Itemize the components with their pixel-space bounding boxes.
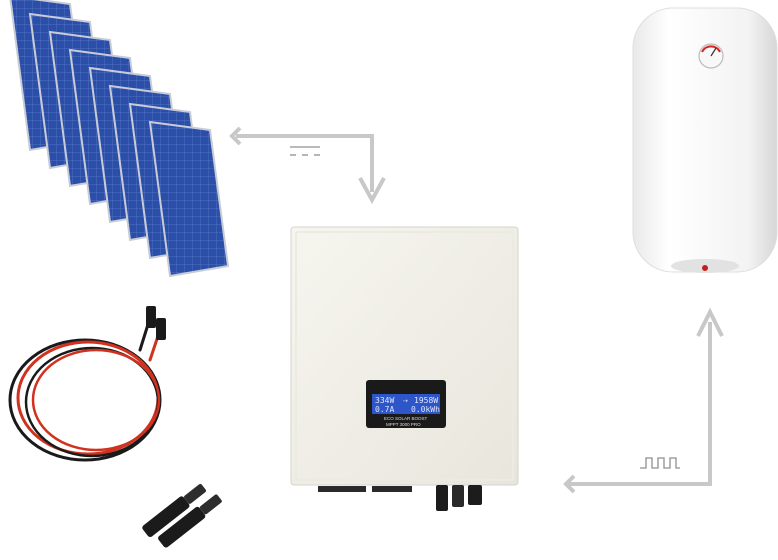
mc4-connector-icon: [142, 483, 222, 548]
solar-panel-icon: [148, 120, 230, 278]
lcd-line1-mid: ⇢: [403, 396, 408, 405]
ac-arrow-icon: [563, 307, 724, 494]
water-heater-icon: [632, 7, 778, 273]
dc-arrow-icon: [229, 126, 386, 205]
inverter-model-line1: ECO SOLAR BOOST: [384, 416, 428, 421]
solar-panel-icon: [9, 0, 230, 278]
lcd-line1-left: 334W: [375, 396, 394, 405]
lcd-line1-right: 1958W: [414, 396, 438, 405]
inverter-model-line2: MPPT 3000 PRO: [386, 422, 421, 427]
inverter-display: 334W ⇢ 1958W 0.7A 0.0kWh ECO SOLAR BOOST…: [366, 380, 446, 428]
ac-symbol-icon: [640, 457, 680, 469]
cable-icon: [8, 306, 166, 462]
dc-symbol-icon: [290, 146, 320, 156]
lcd-line2-right: 0.0kWh: [411, 405, 440, 414]
inverter-icon: [290, 226, 519, 511]
lcd-line2-left: 0.7A: [375, 405, 394, 414]
